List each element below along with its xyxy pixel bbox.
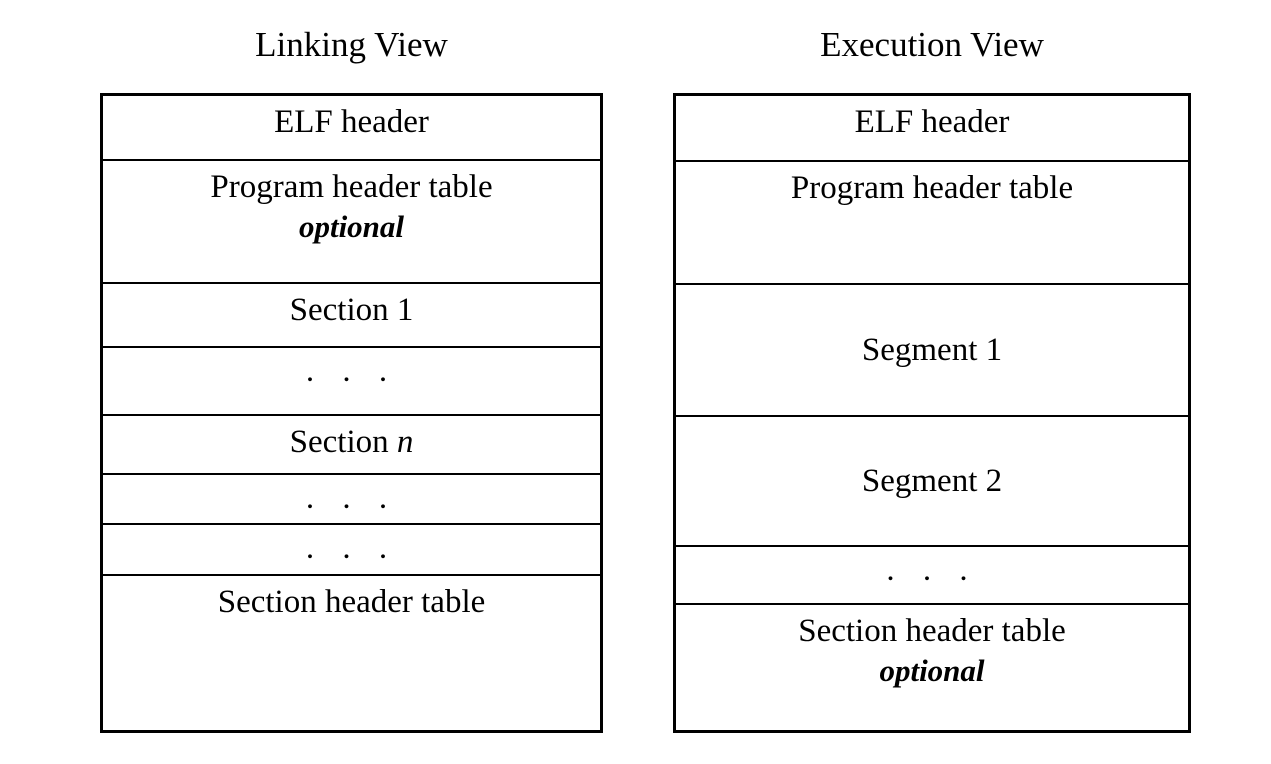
row-elf-header: ELF header	[103, 96, 600, 161]
row-section-header-table: Section header table	[103, 576, 600, 736]
linking-view-title: Linking View	[255, 25, 448, 64]
row-label: Program header table	[210, 169, 493, 205]
row-segment-2: Segment 2	[676, 417, 1188, 547]
row-dot-dot-dot: . . .	[103, 475, 600, 525]
ellipsis-marker: . . .	[305, 353, 398, 389]
row-label: Segment 2	[861, 463, 1003, 499]
row-dot-dot-dot: . . .	[103, 348, 600, 416]
optional-label: optional	[298, 209, 405, 244]
ellipsis-marker: . . .	[305, 530, 398, 566]
row-label: Program header table	[790, 170, 1074, 206]
section-index-variable: n	[396, 424, 414, 460]
row-program-header-table: Program header table	[676, 162, 1188, 285]
row-label: ELF header	[274, 104, 429, 140]
row-section-n: Section n	[103, 416, 600, 475]
row-label: Section 1	[289, 292, 414, 328]
row-dot-dot-dot: . . .	[676, 547, 1188, 605]
row-segment-1: Segment 1	[676, 285, 1188, 417]
execution-view-title: Execution View	[820, 25, 1044, 64]
row-dot-dot-dot: . . .	[103, 525, 600, 576]
optional-label: optional	[879, 653, 985, 688]
ellipsis-marker: . . .	[886, 552, 978, 588]
row-program-header-table: Program header table optional	[103, 161, 600, 284]
row-label: Section n	[289, 424, 414, 460]
row-section-header-table: Section header table optional	[676, 605, 1188, 736]
row-label: Segment 1	[861, 332, 1003, 368]
row-label: ELF header	[854, 104, 1010, 140]
row-label: Section header table	[798, 613, 1066, 649]
ellipsis-marker: . . .	[305, 480, 398, 516]
row-section-1: Section 1	[103, 284, 600, 348]
row-label: Section header table	[217, 584, 486, 620]
row-elf-header: ELF header	[676, 96, 1188, 162]
